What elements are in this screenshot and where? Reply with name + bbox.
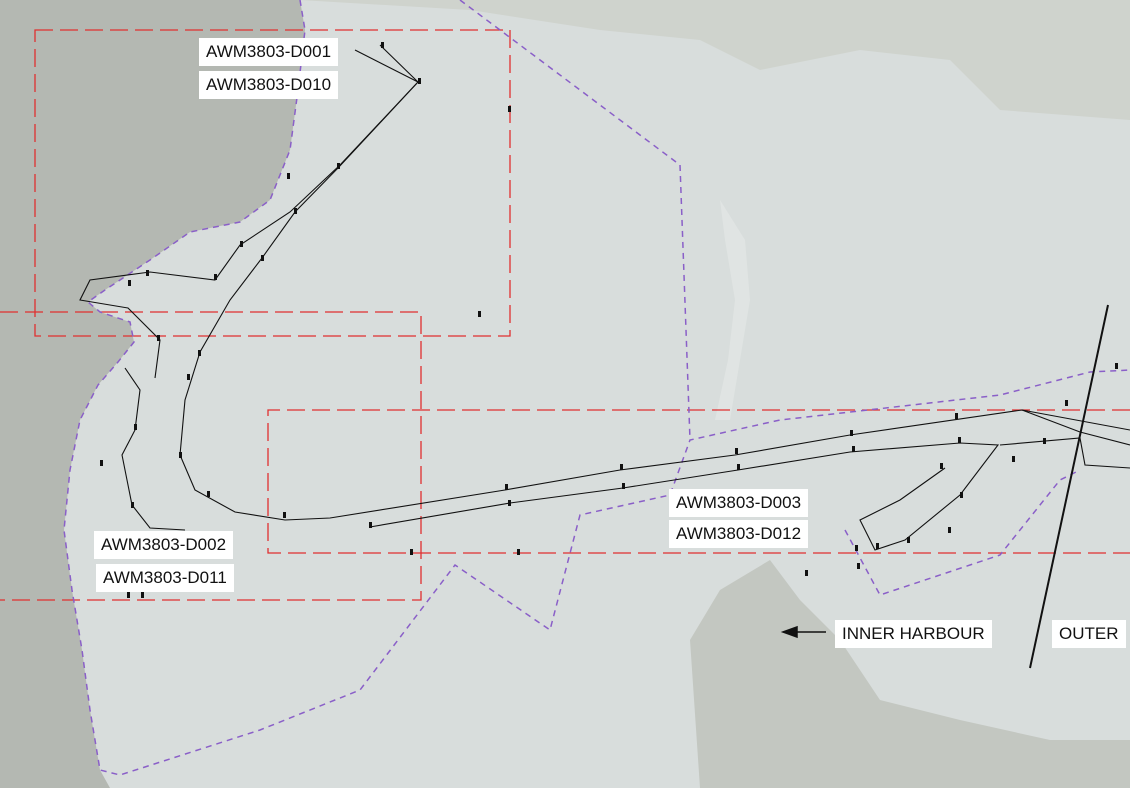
harbour-divider-line — [1029, 304, 1109, 669]
survey-label-d003: AWM3803-D003 — [669, 489, 809, 517]
inner-harbour-arrow — [780, 625, 826, 639]
harbour-boundary-east — [844, 469, 1081, 596]
outer-harbour-label: OUTER — [1052, 620, 1126, 648]
survey-label-d012: AWM3803-D012 — [669, 520, 809, 548]
survey-area-d001-d010 — [34, 29, 511, 337]
land-south — [690, 560, 1130, 788]
harbour-boundary-west — [63, 0, 1130, 776]
land-west — [0, 0, 305, 788]
survey-area-d003-d012 — [267, 409, 1130, 554]
survey-markers — [100, 42, 1118, 598]
inner-harbour-label: INNER HARBOUR — [835, 620, 992, 648]
channel-line-west — [121, 367, 186, 531]
survey-label-d011: AWM3803-D011 — [96, 564, 234, 592]
survey-label-d001: AWM3803-D001 — [199, 38, 339, 66]
channel-line-inner — [79, 44, 419, 379]
survey-label-d010: AWM3803-D010 — [199, 71, 339, 99]
channel-line-main — [179, 81, 1130, 521]
harbour-boundary-north — [459, 0, 691, 441]
sandbank — [715, 200, 750, 420]
survey-label-d002: AWM3803-D002 — [94, 531, 234, 559]
land-north — [300, 0, 1130, 120]
survey-area-d002-d011 — [0, 311, 422, 601]
